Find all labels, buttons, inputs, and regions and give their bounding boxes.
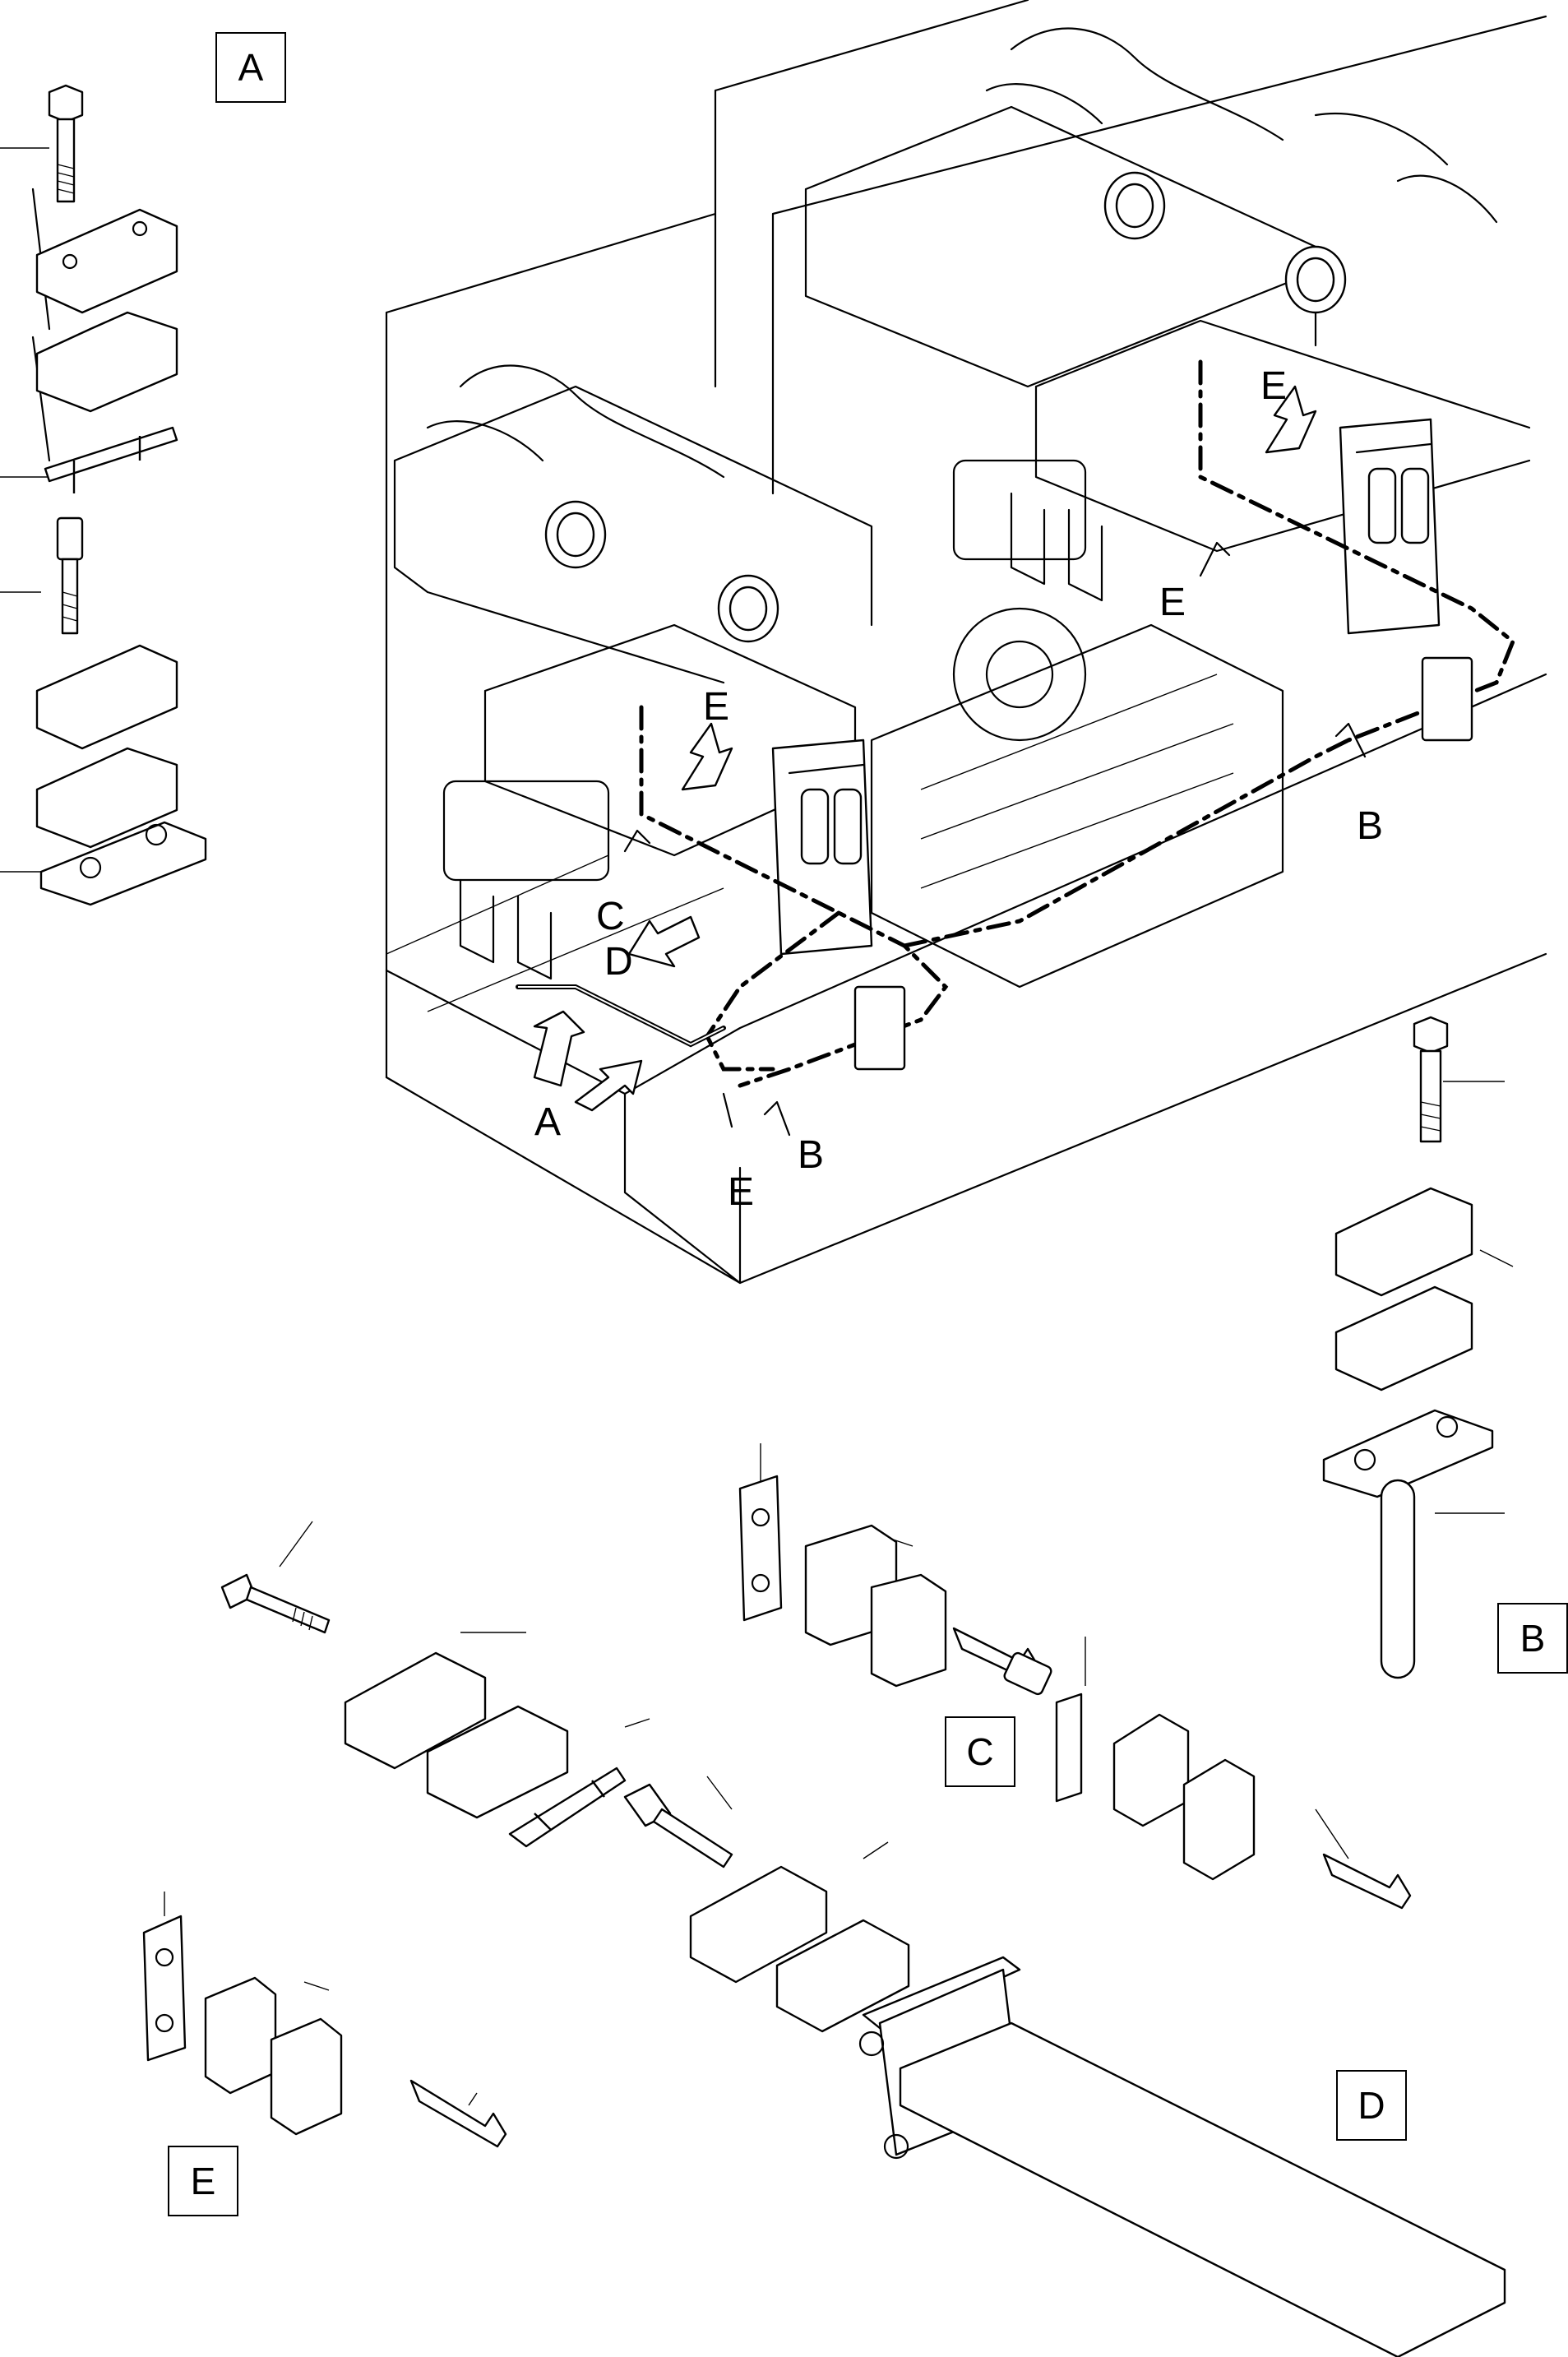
detail-e-label: E bbox=[191, 2160, 216, 2202]
callout-e-right-top: E bbox=[1260, 364, 1287, 408]
detail-c-parts bbox=[738, 1443, 1412, 1910]
detail-d-label: D bbox=[1358, 2084, 1385, 2127]
callout-c: C bbox=[596, 895, 625, 938]
callout-b-right: B bbox=[1357, 804, 1383, 848]
detail-b-label: B bbox=[1520, 1617, 1546, 1660]
callout-b-left: B bbox=[798, 1133, 824, 1177]
intake-runners bbox=[426, 27, 1498, 643]
detail-a-label: A bbox=[238, 46, 264, 89]
detail-d-label-box bbox=[1336, 2070, 1407, 2141]
callout-arrows bbox=[533, 385, 1367, 1137]
detail-a-parts bbox=[0, 84, 207, 906]
callout-e-left-top: E bbox=[703, 685, 729, 729]
lower-block-detail bbox=[442, 459, 1284, 989]
detail-c-label-box bbox=[945, 1716, 1015, 1787]
detail-b-parts bbox=[1322, 1016, 1514, 1679]
callout-letters: E E B E C D A B E bbox=[534, 364, 1383, 1214]
detail-c-label: C bbox=[966, 1730, 993, 1773]
callout-e-left-bottom: E bbox=[728, 1170, 754, 1214]
detail-e-parts bbox=[142, 1892, 507, 2148]
fuel-filter-left bbox=[771, 739, 873, 956]
fuel-filter-right bbox=[1339, 418, 1441, 635]
detail-e-label-box bbox=[168, 2146, 238, 2216]
callout-d: D bbox=[604, 940, 633, 984]
detail-a-label-box bbox=[215, 32, 286, 103]
callout-e-right-bottom: E bbox=[1159, 581, 1186, 624]
pipe-routing bbox=[516, 359, 1516, 1088]
detail-d-parts bbox=[220, 1521, 1506, 2357]
engine-assembly bbox=[385, 0, 1547, 1285]
callout-a: A bbox=[534, 1100, 561, 1144]
detail-b-label-box bbox=[1497, 1603, 1568, 1674]
